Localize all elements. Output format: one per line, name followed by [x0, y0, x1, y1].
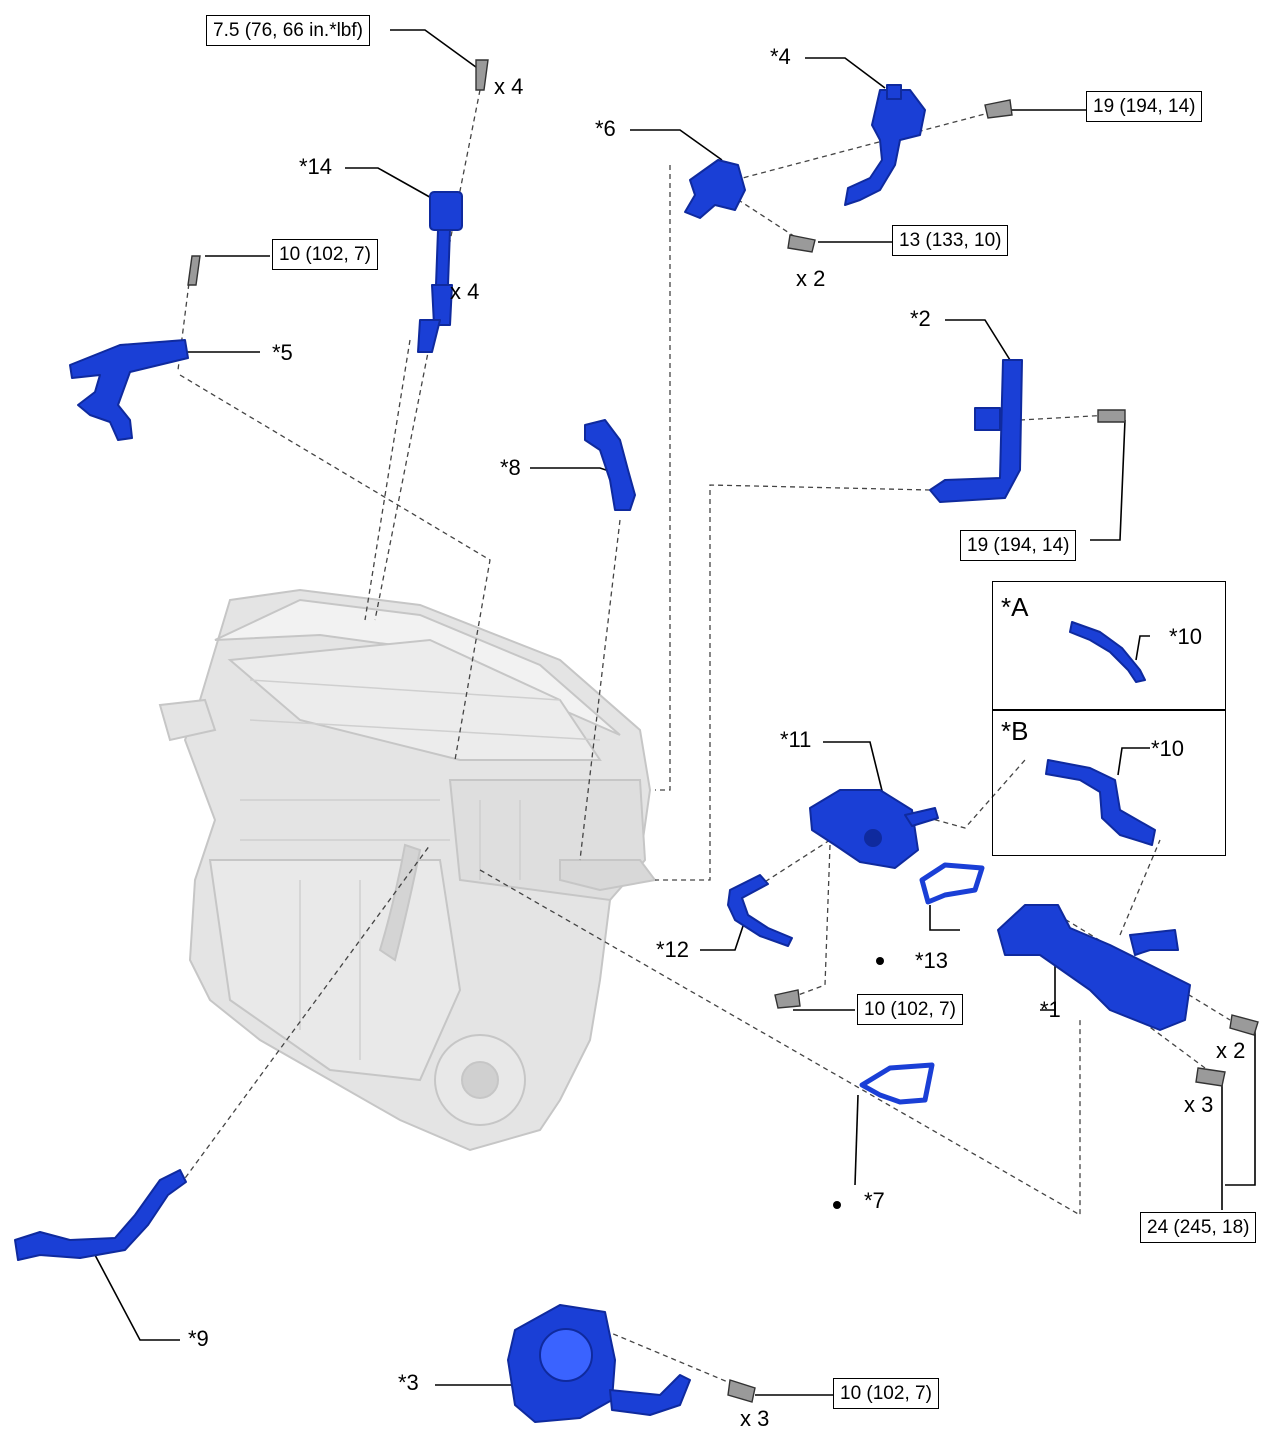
engine-block — [158, 588, 657, 1152]
torque-spec-part1: 24 (245, 18) — [1140, 1212, 1257, 1243]
torque-spec-coil-bolt: 7.5 (76, 66 in.*lbf) — [206, 15, 370, 46]
qty-part1-bolt-a: x 2 — [1216, 1038, 1246, 1063]
non-reusable-marker-7 — [833, 1201, 841, 1209]
callout-10-a: *10 — [1169, 624, 1203, 649]
callout-2: *2 — [910, 306, 931, 331]
torque-spec-part6: 13 (133, 10) — [892, 225, 1009, 256]
non-reusable-marker-13 — [876, 957, 884, 965]
callout-13: *13 — [915, 948, 949, 973]
leader-lines — [94, 29, 1256, 1396]
qty-coil: x 4 — [450, 279, 480, 304]
qty-part1-bolt-b: x 3 — [1184, 1092, 1214, 1117]
callout-8: *8 — [500, 455, 521, 480]
callout-7: *7 — [864, 1188, 885, 1213]
bolts — [187, 59, 1259, 1403]
part-blue-components — [14, 84, 1191, 1423]
callout-12: *12 — [656, 937, 690, 962]
torque-spec-part3: 10 (102, 7) — [833, 1378, 939, 1409]
gaskets — [859, 862, 985, 1105]
torque-spec-part2: 19 (194, 14) — [960, 530, 1077, 561]
qty-part6-bolt: x 2 — [796, 266, 826, 291]
qty-coil-bolt: x 4 — [494, 74, 524, 99]
part-highlights — [539, 829, 882, 1382]
callout-9: *9 — [188, 1326, 209, 1351]
callout-3: *3 — [398, 1370, 419, 1395]
inset-b-label: *B — [1001, 716, 1029, 746]
callout-10-b: *10 — [1151, 736, 1185, 761]
torque-spec-part11: 10 (102, 7) — [857, 994, 963, 1025]
inset-variant-a: *A *10 — [992, 581, 1226, 711]
callout-1: *1 — [1040, 997, 1061, 1022]
qty-part3-bolt: x 3 — [740, 1406, 770, 1431]
inset-variant-b: *B *10 — [992, 709, 1226, 856]
callout-6: *6 — [595, 116, 616, 141]
alignment-lines — [177, 89, 1231, 1386]
callout-11: *11 — [780, 727, 812, 752]
torque-spec-part4: 19 (194, 14) — [1086, 91, 1203, 122]
inset-a-label: *A — [1001, 592, 1029, 622]
callout-5: *5 — [272, 340, 293, 365]
callout-14: *14 — [299, 154, 333, 179]
torque-spec-bracket: 10 (102, 7) — [272, 239, 378, 270]
callout-4: *4 — [770, 44, 791, 69]
